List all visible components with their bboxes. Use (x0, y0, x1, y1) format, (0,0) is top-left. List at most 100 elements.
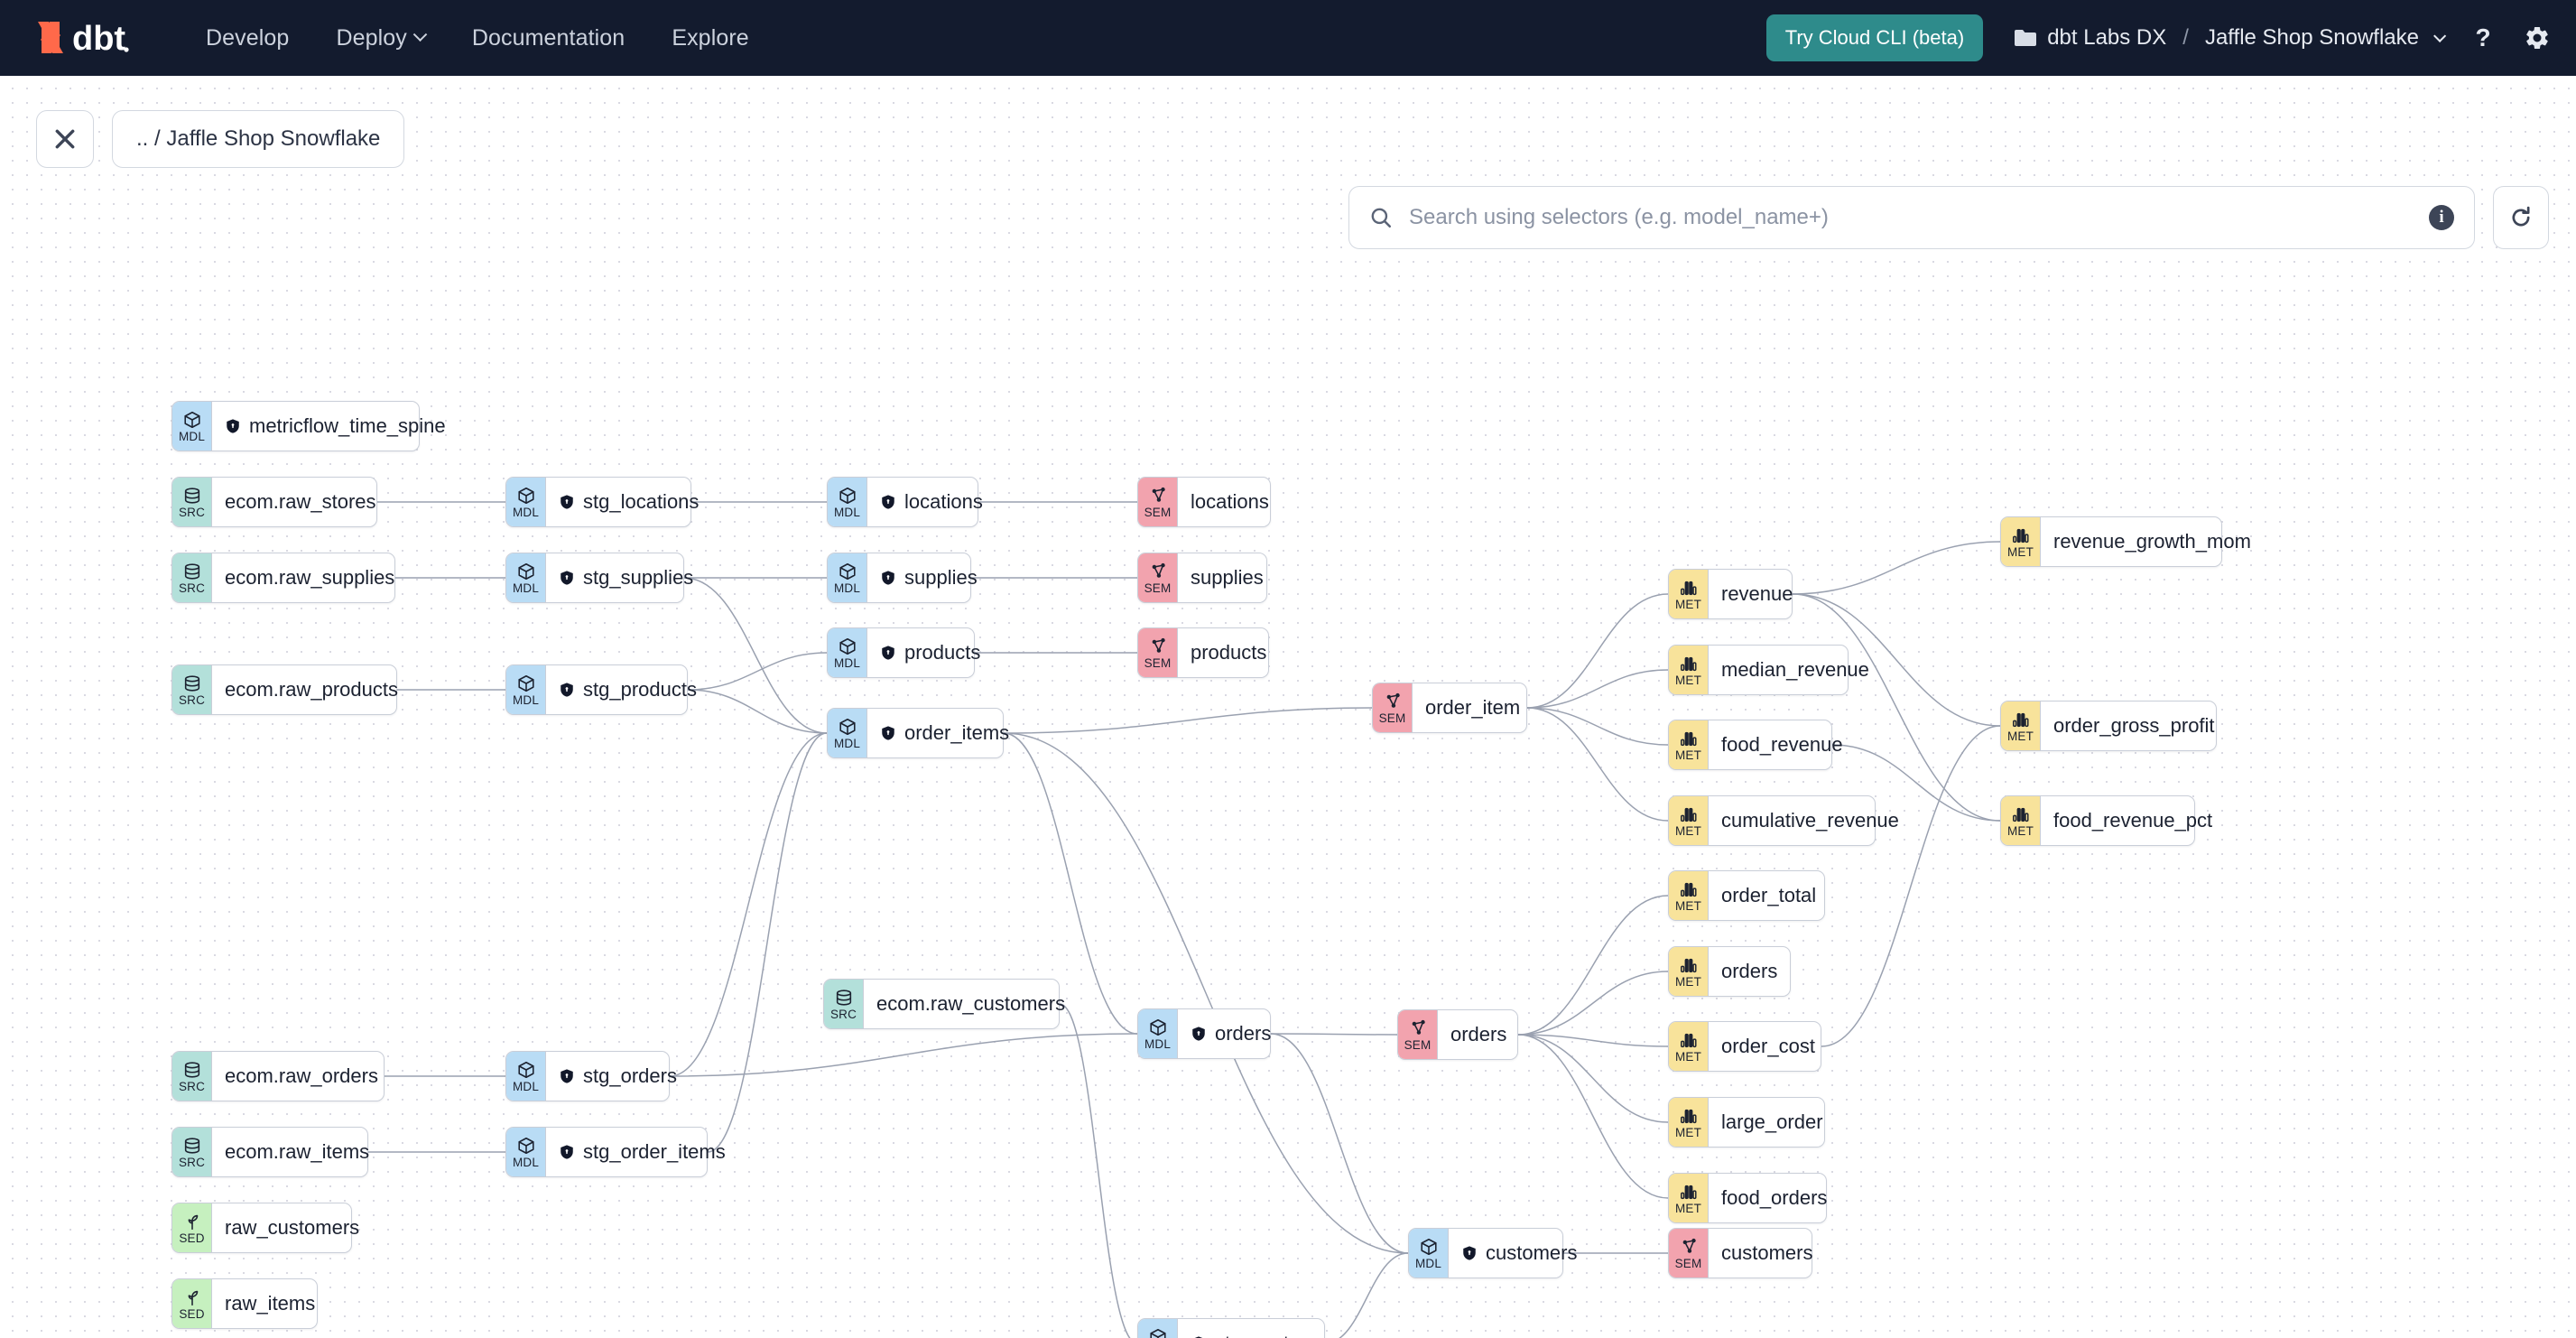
graph-breadcrumb-button[interactable]: .. / Jaffle Shop Snowflake (112, 110, 405, 168)
nav-develop[interactable]: Develop (182, 16, 312, 60)
bar-chart-icon (1679, 729, 1699, 748)
node-type-badge-met: MET (1669, 1098, 1709, 1147)
node-type-label: SEM (1674, 1256, 1702, 1270)
gear-icon[interactable] (2524, 24, 2551, 51)
search-container[interactable]: i (1348, 186, 2475, 249)
lineage-edge (1339, 1252, 1409, 1338)
info-icon[interactable]: i (2429, 205, 2454, 230)
node-type-label: MDL (833, 581, 861, 595)
node-body: stg_products (546, 665, 713, 714)
node-body: order_items (867, 709, 1025, 757)
nav-deploy-label: Deploy (336, 24, 407, 51)
project-selector[interactable]: Jaffle Shop Snowflake (2204, 25, 2419, 50)
folder-icon (2014, 28, 2037, 48)
lineage-edge (1792, 541, 2001, 595)
node-type-label: MDL (1144, 1036, 1172, 1051)
cube-icon (838, 486, 857, 506)
nav-explore[interactable]: Explore (648, 16, 772, 60)
account-name[interactable]: dbt Labs DX (2047, 25, 2167, 50)
lineage-edge (683, 577, 828, 734)
bar-chart-icon (2011, 710, 2031, 729)
node-type-label: MET (1674, 673, 1702, 687)
database-icon (834, 988, 854, 1008)
nav-documentation[interactable]: Documentation (449, 16, 648, 60)
node-body: order_cost (1709, 1022, 1831, 1071)
shield-icon (880, 570, 896, 586)
shield-icon (880, 645, 896, 661)
node-label: customers (1486, 1241, 1578, 1264)
account-project-breadcrumb: dbt Labs DX / Jaffle Shop Snowflake (2014, 25, 2447, 51)
lineage-edge (1003, 732, 1409, 1254)
refresh-button[interactable] (2493, 186, 2549, 249)
chevron-down-icon[interactable] (2433, 29, 2447, 42)
lineage-edge (1821, 725, 2001, 1047)
lineage-edge (1517, 1034, 1669, 1199)
try-cloud-cli-button[interactable]: Try Cloud CLI (beta) (1765, 14, 1984, 61)
node-label: customers (1721, 1241, 1813, 1264)
shield-icon (880, 494, 896, 510)
dbt-logo[interactable]: dbt (32, 17, 130, 59)
nav-deploy[interactable]: Deploy (312, 16, 448, 60)
node-type-badge-src: SRC (172, 1128, 212, 1176)
bar-chart-icon (1679, 1182, 1699, 1202)
node-label: stg_order_items (583, 1140, 726, 1163)
node-label: products (1191, 641, 1267, 664)
node-body: ecom.raw_items (212, 1128, 385, 1176)
search-input[interactable] (1407, 204, 2414, 231)
close-button[interactable] (36, 110, 94, 168)
node-body: customers (1449, 1229, 1593, 1278)
graph-node-sem_customers[interactable]: SEM customers (1668, 1228, 1812, 1278)
node-type-label: MET (1674, 597, 1702, 611)
bar-chart-icon (1679, 1030, 1699, 1050)
node-body: ecom.raw_stores (212, 478, 393, 526)
node-type-label: MET (1674, 1201, 1702, 1215)
node-type-badge-met: MET (1669, 720, 1709, 769)
shield-icon (559, 494, 575, 510)
node-type-label: MDL (178, 429, 206, 443)
help-button[interactable]: ? (2469, 24, 2497, 51)
bar-chart-icon (1679, 955, 1699, 975)
node-body: order_total (1709, 871, 1832, 920)
bar-chart-icon (1679, 879, 1699, 899)
bar-chart-icon (1679, 804, 1699, 824)
